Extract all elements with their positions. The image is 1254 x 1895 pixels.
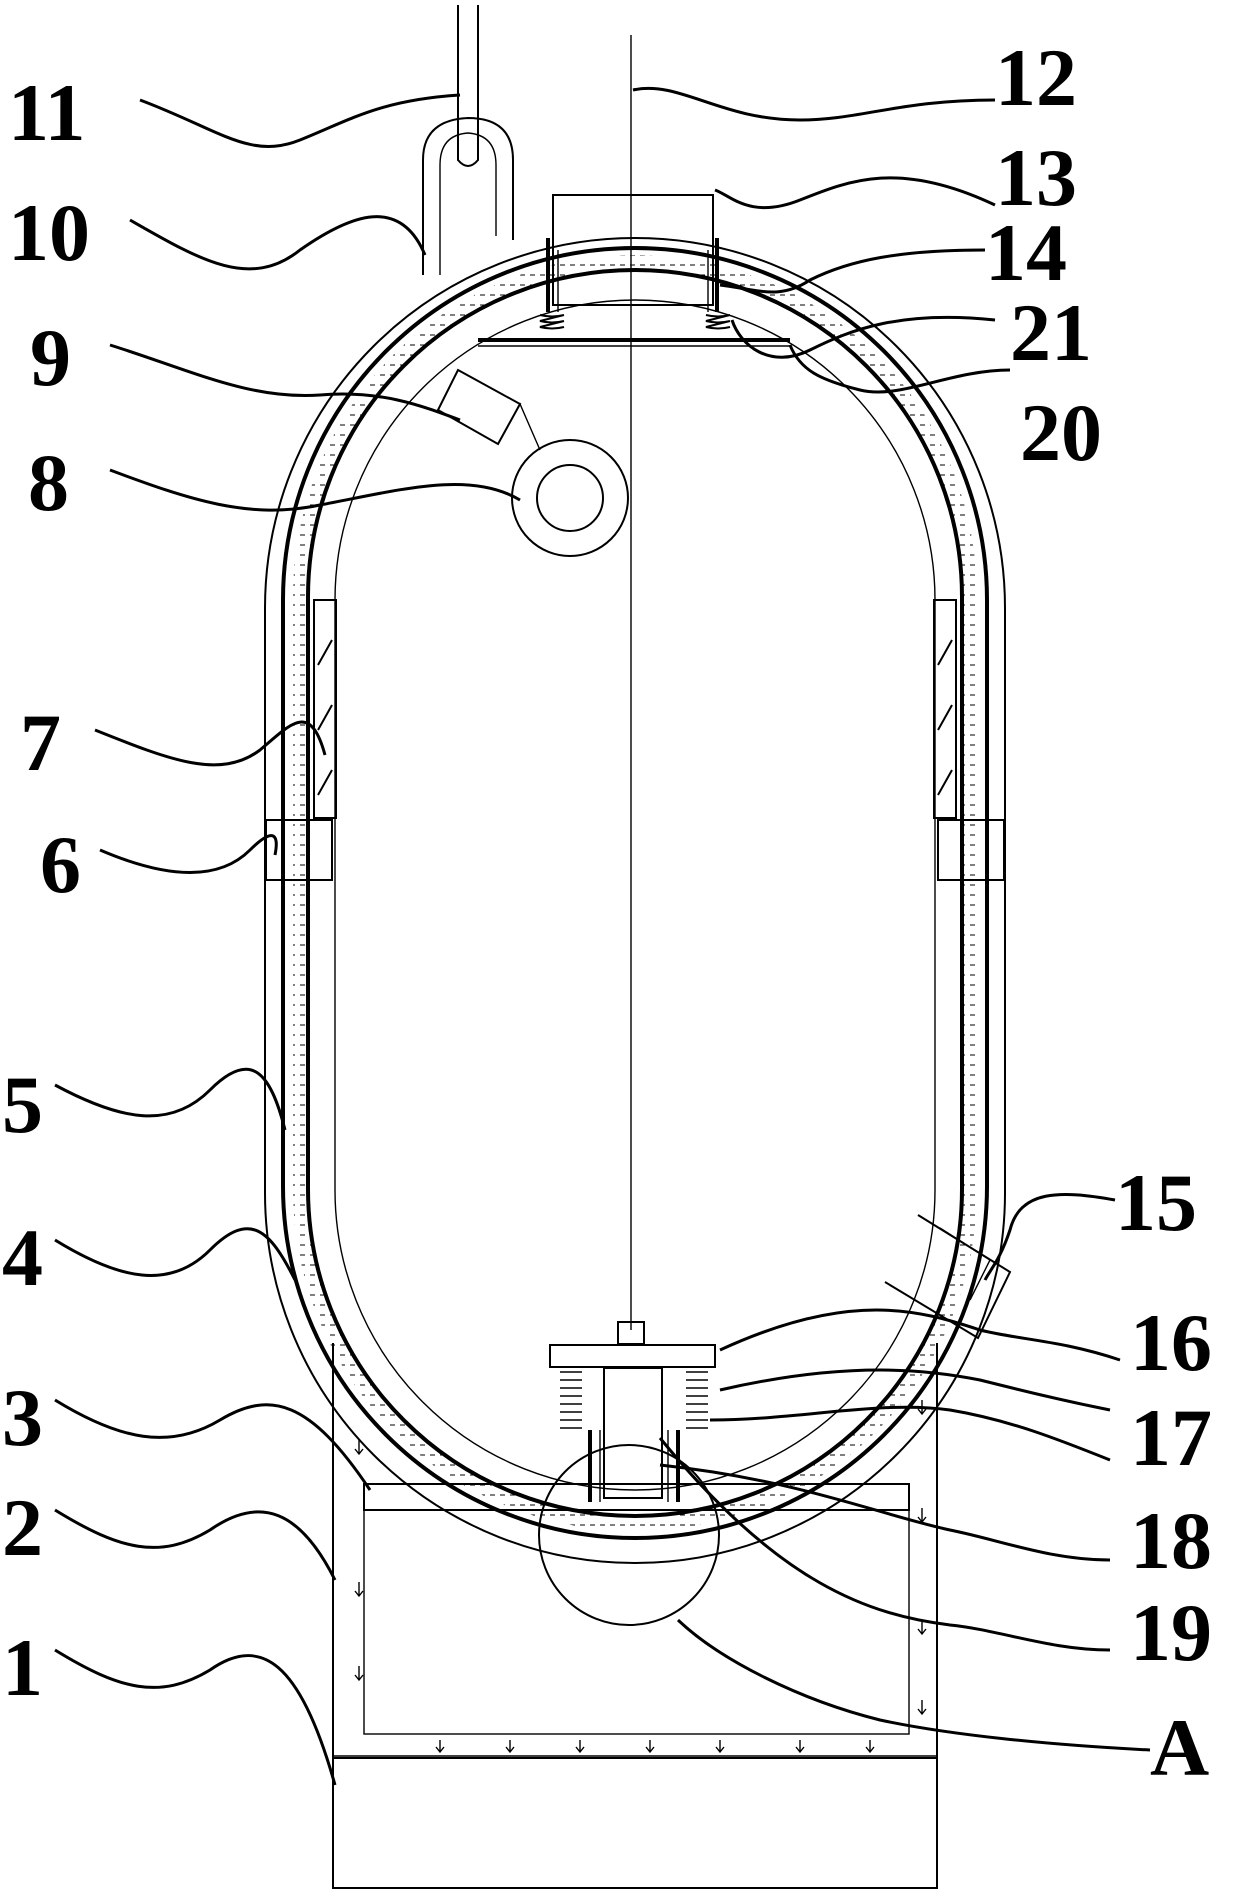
label-1: 1 — [2, 1622, 43, 1713]
label-4: 4 — [2, 1212, 43, 1303]
label-21: 21 — [1010, 287, 1092, 378]
label-17: 17 — [1130, 1392, 1212, 1483]
top-plate — [478, 338, 790, 347]
label-7: 7 — [20, 697, 61, 788]
label-11: 11 — [8, 67, 85, 158]
label-9: 9 — [30, 312, 71, 403]
label-2: 2 — [2, 1482, 43, 1573]
label-14: 14 — [985, 207, 1067, 298]
base-block — [332, 1757, 938, 1889]
label-16: 16 — [1130, 1297, 1212, 1388]
outer-shell — [264, 237, 1006, 1564]
motor — [511, 439, 629, 557]
detail-circle-a — [538, 1444, 720, 1626]
top-springs — [539, 314, 731, 330]
label-3: 3 — [2, 1372, 43, 1463]
part-labels: 11 10 9 8 7 6 5 4 3 2 1 12 13 14 21 20 1… — [2, 32, 1212, 1793]
label-5: 5 — [2, 1059, 43, 1150]
label-15: 15 — [1115, 1157, 1197, 1248]
center-rod — [617, 35, 645, 1345]
hatched-collar — [265, 819, 1005, 881]
porous-plate — [363, 1483, 910, 1511]
outlet-nozzle — [884, 1214, 1012, 1340]
label-8: 8 — [28, 437, 69, 528]
leader-lines — [54, 87, 1151, 1786]
label-19: 19 — [1130, 1587, 1212, 1678]
label-20: 20 — [1020, 387, 1102, 478]
label-18: 18 — [1130, 1495, 1212, 1586]
label-12: 12 — [995, 32, 1077, 123]
top-filter-block — [546, 194, 719, 312]
label-13: 13 — [995, 132, 1077, 223]
bracket — [436, 368, 541, 451]
insulation-layer — [281, 246, 989, 1540]
label-6: 6 — [40, 819, 81, 910]
bottom-filter-block — [588, 1367, 680, 1502]
housing — [332, 1343, 938, 1758]
bottom-springs — [560, 1371, 708, 1429]
hook-rod — [457, 5, 479, 167]
bottom-cap — [549, 1344, 716, 1368]
side-plates — [313, 599, 957, 819]
label-A: A — [1150, 1702, 1209, 1793]
label-10: 10 — [8, 187, 90, 278]
handle — [422, 116, 514, 275]
